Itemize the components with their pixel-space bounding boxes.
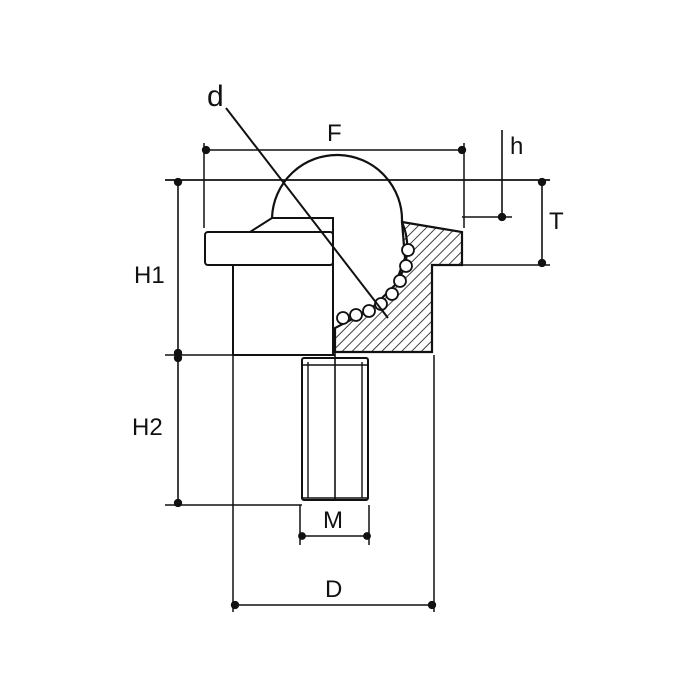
label-D: D (325, 576, 343, 603)
support-balls (336, 243, 415, 325)
label-H1: H1 (134, 262, 165, 289)
label-h: h (510, 133, 524, 160)
label-d: d (207, 80, 224, 113)
label-F: F (327, 120, 342, 147)
label-H2: H2 (132, 414, 163, 441)
label-M: M (323, 507, 343, 534)
flange-left (204, 231, 334, 266)
label-T: T (549, 208, 564, 235)
